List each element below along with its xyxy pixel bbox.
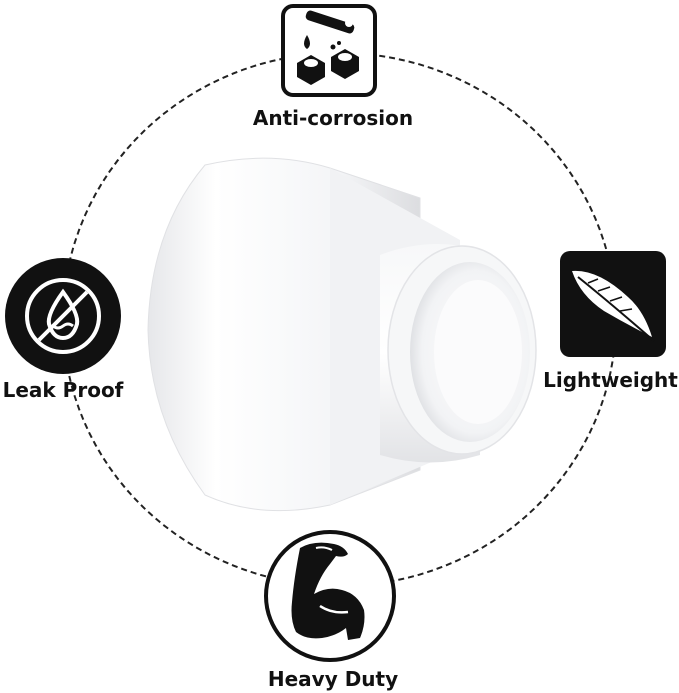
feather-icon [560, 251, 666, 357]
heavy-duty-label: Heavy Duty [267, 667, 399, 691]
no-water-drop-icon [5, 258, 121, 374]
anti-corrosion-label: Anti-corrosion [252, 106, 414, 130]
leak-proof-label: Leak Proof [2, 378, 124, 402]
lightweight-label: Lightweight [543, 368, 678, 392]
anti-corrosion-icon [281, 4, 377, 97]
flexed-arm-icon [264, 530, 396, 662]
